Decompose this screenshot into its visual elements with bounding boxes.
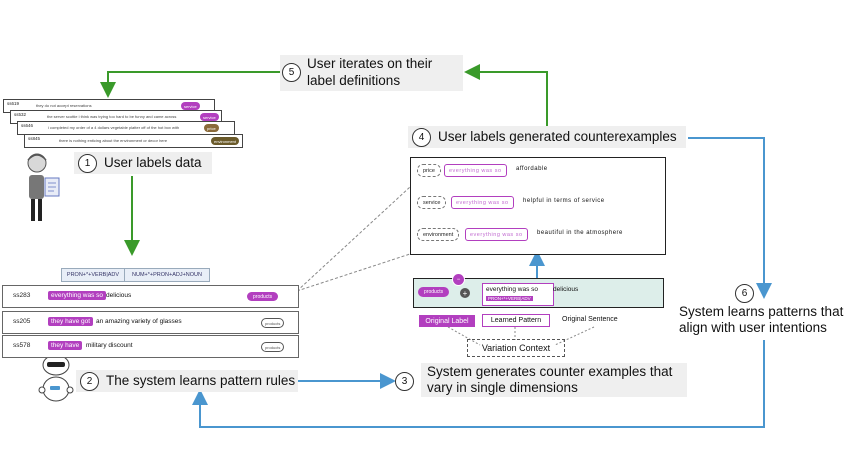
- pattern-highlight: they have: [48, 341, 83, 350]
- arrow-5-to-cards: [100, 71, 280, 98]
- arrow-4-to-6: [688, 137, 772, 299]
- pattern-highlight: they have got: [48, 317, 94, 326]
- step-2-label: 2 The system learns pattern rules: [76, 370, 298, 392]
- legend-variation-context: Variation Context: [467, 339, 565, 357]
- table-row[interactable]: ss283 everything was so delicious produc…: [2, 285, 299, 308]
- step-1-label: 1 User labels data: [74, 152, 212, 174]
- pattern-highlight: everything was so: [48, 291, 107, 300]
- label-pill[interactable]: products: [261, 342, 285, 352]
- robot-icon: [38, 354, 74, 402]
- delete-icon[interactable]: −: [452, 273, 465, 286]
- pattern-box: everything was so: [444, 164, 507, 177]
- pattern-chip[interactable]: PRON+*+VERB|ADV: [61, 268, 125, 282]
- step-5-label: 5 User iterates on their label definitio…: [280, 55, 463, 91]
- original-example-panel: products − + everything was so PRON+*+VE…: [413, 273, 664, 308]
- table-row[interactable]: ss205 they have got an amazing variety o…: [2, 311, 299, 334]
- arrow-4-to-5: [464, 64, 548, 128]
- label-pill: service: [200, 113, 219, 121]
- label-pill[interactable]: products: [418, 287, 450, 297]
- pattern-box: everything was so: [451, 196, 514, 209]
- user-figure-icon: [27, 153, 60, 221]
- label-tag[interactable]: price: [417, 164, 441, 177]
- step-3-number: 3: [395, 372, 414, 391]
- legend-learned-pattern: Learned Pattern: [482, 314, 550, 327]
- original-sentence-box: everything was so PRON+*+VERB|ADV: [482, 283, 554, 306]
- step-4-label: 4 User labels generated counterexamples: [408, 126, 686, 148]
- pattern-box: everything was so: [465, 228, 528, 241]
- label-tag[interactable]: service: [417, 196, 447, 209]
- zoom-line-bottom: [296, 253, 411, 292]
- label-pill: service: [181, 102, 200, 110]
- legend-original-sentence: Original Sentence: [562, 316, 618, 323]
- label-pill: environment: [211, 137, 240, 145]
- legend-connector-3: [554, 326, 595, 346]
- label-pill[interactable]: products: [261, 318, 285, 328]
- zoom-line-top: [296, 186, 411, 292]
- stacked-card: ss845 there is nothing enticing about th…: [24, 134, 243, 148]
- pattern-chip[interactable]: NUM+*+PRON+ADJ+NOUN: [124, 268, 210, 282]
- legend-original-label: Original Label: [419, 315, 475, 327]
- table-row[interactable]: ss578 they have military discount produc…: [2, 335, 299, 358]
- counterexample-panel: price everything was so affordable servi…: [410, 157, 666, 255]
- label-tag[interactable]: environment: [417, 228, 460, 241]
- stacked-card: ss619 they do not accept reservations se…: [3, 99, 215, 113]
- step-6-number: 6: [735, 284, 754, 303]
- step-3-label: System generates counter examples that v…: [421, 363, 687, 397]
- stacked-card: ss646 i completed my order of a 4 dollar…: [17, 121, 235, 135]
- arrow-6-to-2: [192, 340, 765, 428]
- label-pill: price: [204, 124, 219, 132]
- label-pill[interactable]: products: [247, 292, 279, 301]
- step-6-label: System learns patterns that align with u…: [677, 303, 845, 337]
- add-icon[interactable]: +: [460, 288, 470, 298]
